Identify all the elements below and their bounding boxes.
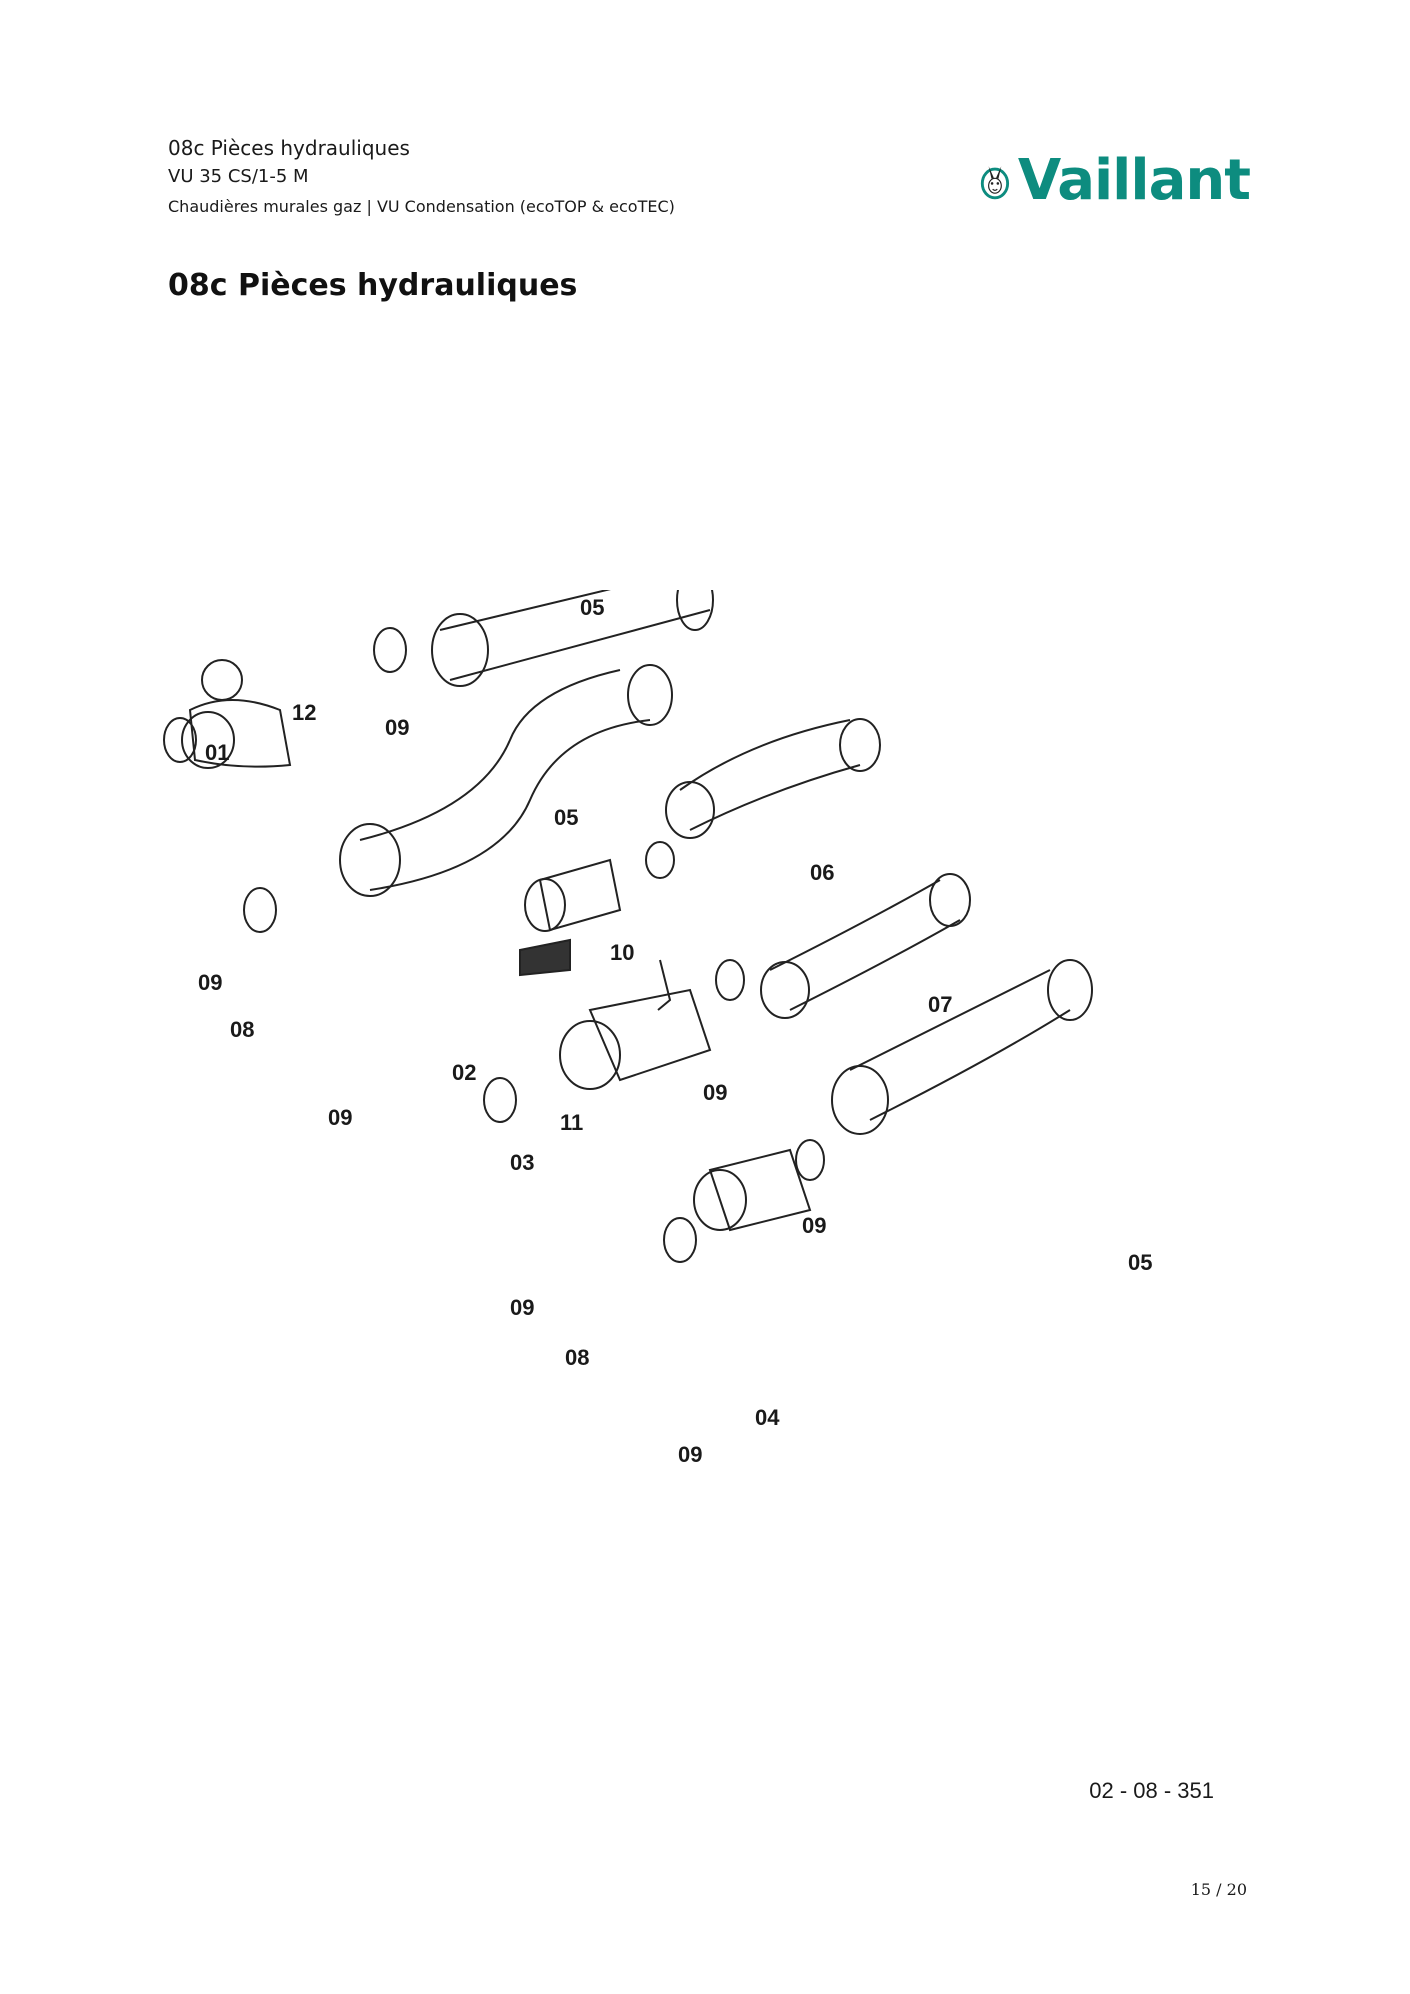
vaillant-hare-icon: [980, 166, 1010, 200]
header-section: 08c Pièces hydrauliques: [168, 136, 410, 160]
logo-wordmark: Vaillant: [1017, 147, 1251, 213]
label-08-a: 08: [230, 1017, 254, 1042]
hydraulic-parts-diagram: 05 12 09 01 05 06 10 09 08 09 02 07 11 0…: [163, 590, 1152, 1467]
label-09-f: 09: [510, 1295, 534, 1320]
label-09-a: 09: [385, 715, 409, 740]
diagram-reference: 02 - 08 - 351: [1089, 1778, 1214, 1803]
label-03: 03: [510, 1150, 534, 1175]
label-09-c: 09: [328, 1105, 352, 1130]
label-07: 07: [928, 992, 952, 1017]
page-number: 15 / 20: [1190, 1880, 1247, 1899]
vaillant-logo: Vaillant: [980, 142, 1251, 218]
document-header: 08c Pièces hydrauliques VU 35 CS/1-5 M C…: [168, 134, 675, 222]
label-08-b: 08: [565, 1345, 589, 1370]
header-model: VU 35 CS/1-5 M: [168, 166, 309, 187]
label-09-d: 09: [703, 1080, 727, 1105]
label-06: 06: [810, 860, 834, 885]
label-02: 02: [452, 1060, 476, 1085]
label-04: 04: [755, 1405, 780, 1430]
label-05-mid: 05: [554, 805, 578, 830]
label-09-g: 09: [678, 1442, 702, 1467]
page-title: 08c Pièces hydrauliques: [168, 268, 578, 303]
label-05-top: 05: [580, 595, 604, 620]
label-11: 11: [560, 1110, 583, 1135]
label-09-b: 09: [198, 970, 222, 995]
label-10: 10: [610, 940, 634, 965]
label-01: 01: [205, 740, 229, 765]
label-12: 12: [292, 700, 316, 725]
header-category: Chaudières murales gaz | VU Condensation…: [168, 197, 675, 216]
label-09-e: 09: [802, 1213, 826, 1238]
label-05-bot: 05: [1128, 1250, 1152, 1275]
